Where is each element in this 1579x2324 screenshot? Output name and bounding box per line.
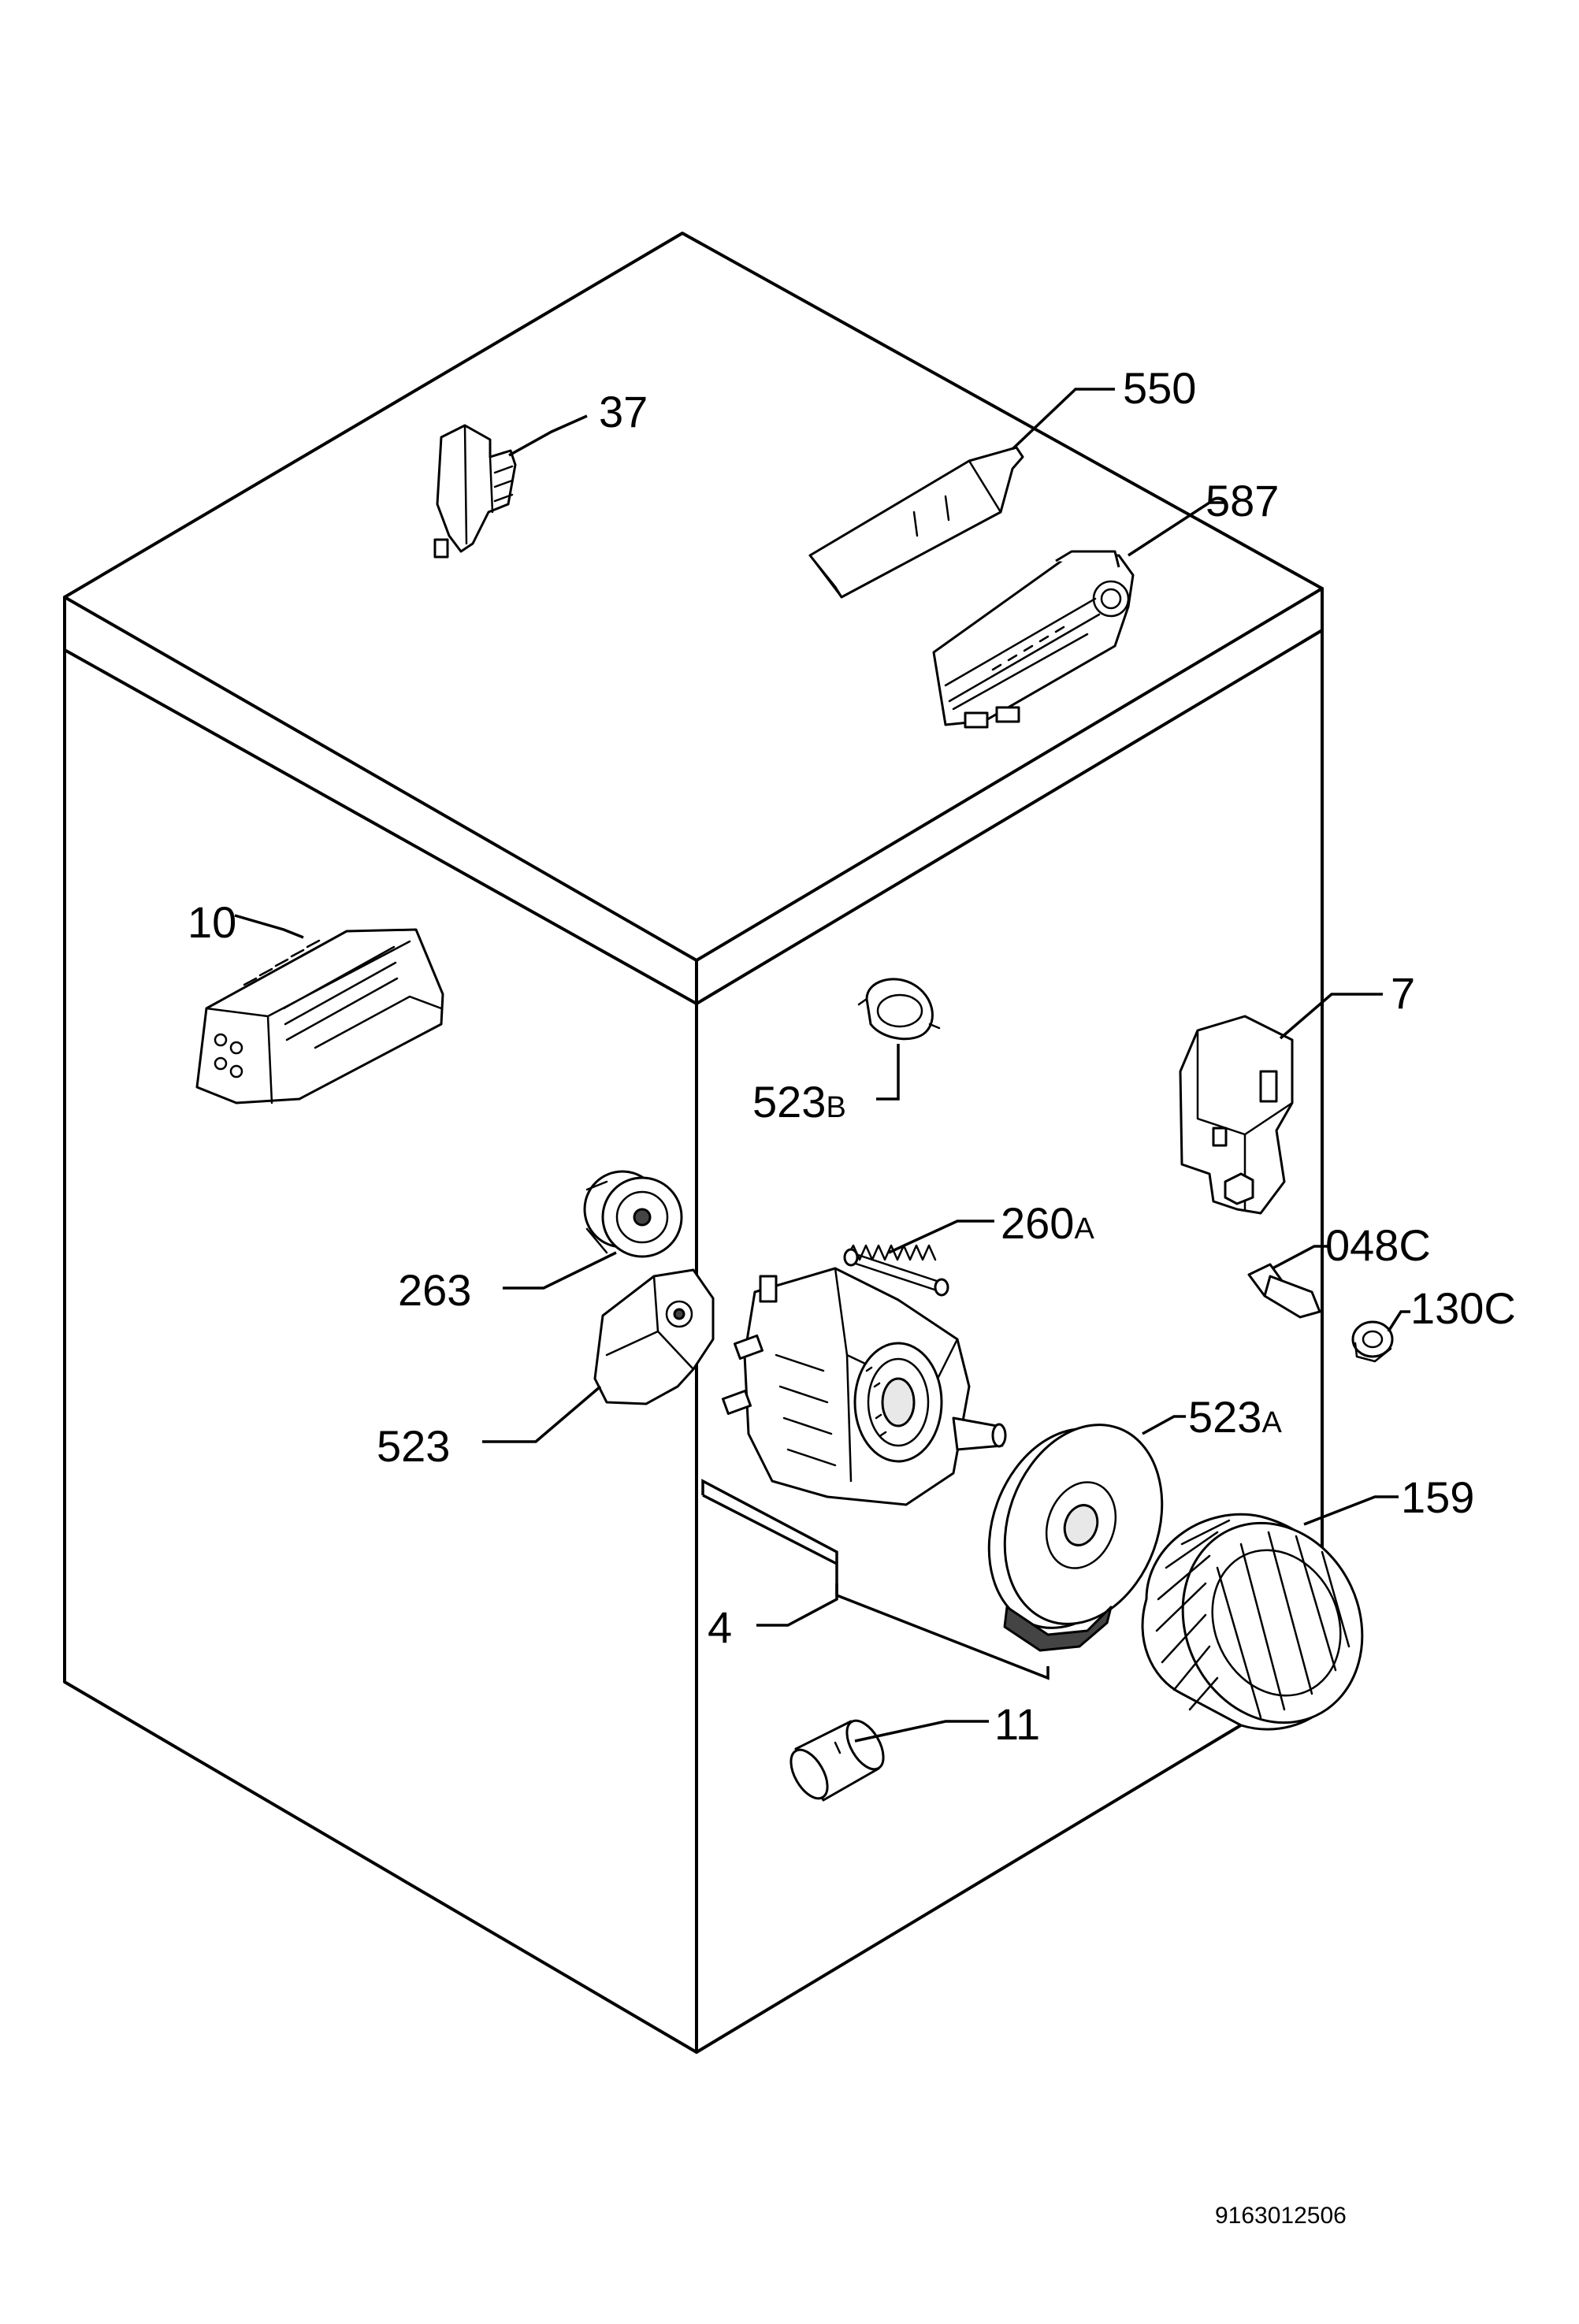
part-10-heater-block[interactable] bbox=[195, 914, 444, 1104]
label-260a: 260A bbox=[1001, 1198, 1094, 1248]
part-7-door-lock[interactable] bbox=[1179, 993, 1383, 1215]
part-11-capacitor[interactable] bbox=[783, 1715, 989, 1805]
part-263-pulley[interactable] bbox=[503, 1170, 683, 1290]
label-4: 4 bbox=[708, 1602, 732, 1652]
part-523b-clip[interactable] bbox=[857, 978, 941, 1101]
part-37-bracket[interactable] bbox=[433, 414, 588, 559]
part-4-motor[interactable] bbox=[701, 1267, 1050, 1680]
appliance-cabinet-outline bbox=[63, 232, 1324, 2054]
label-10: 10 bbox=[188, 897, 236, 947]
part-523a-fan-plate[interactable] bbox=[962, 1402, 1188, 1652]
part-048c-pin[interactable] bbox=[1247, 1245, 1328, 1319]
label-7: 7 bbox=[1391, 968, 1415, 1018]
label-523a: 523A bbox=[1188, 1392, 1282, 1442]
label-523b: 523B bbox=[752, 1077, 846, 1127]
label-523: 523 bbox=[377, 1421, 450, 1471]
part-159-fan-wheel[interactable] bbox=[1141, 1494, 1399, 1753]
part-260a-spring[interactable] bbox=[843, 1220, 994, 1297]
part-587-electronic-module[interactable] bbox=[932, 501, 1225, 729]
part-130c-nut[interactable] bbox=[1351, 1310, 1410, 1363]
part-550-cover-strip[interactable] bbox=[808, 388, 1115, 599]
label-048c: 048C bbox=[1325, 1220, 1431, 1270]
label-159: 159 bbox=[1401, 1472, 1474, 1522]
part-523-motor-bracket[interactable] bbox=[482, 1268, 715, 1443]
label-587: 587 bbox=[1206, 476, 1279, 525]
document-number: 9163012506 bbox=[1215, 2203, 1347, 2229]
label-37: 37 bbox=[599, 387, 648, 436]
label-11: 11 bbox=[994, 1699, 1040, 1749]
label-263: 263 bbox=[398, 1265, 471, 1315]
label-550: 550 bbox=[1123, 363, 1196, 413]
label-130c: 130C bbox=[1410, 1283, 1516, 1333]
